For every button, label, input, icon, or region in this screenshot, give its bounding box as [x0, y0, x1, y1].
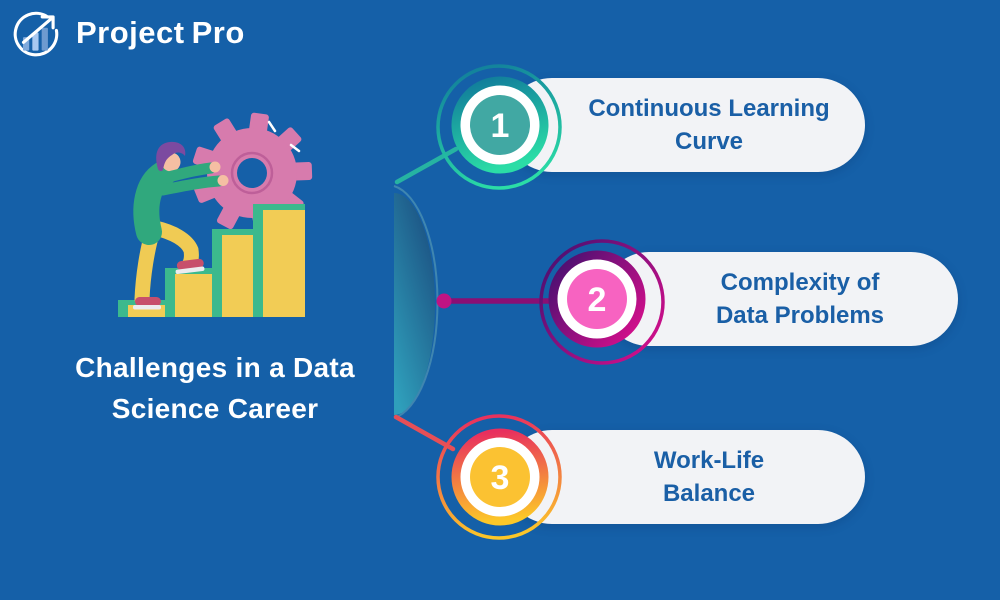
item-3-disc: [470, 447, 530, 507]
page-title-line-2: Science Career: [111, 393, 319, 424]
item-1-badge: 1: [436, 64, 562, 190]
person-hair: [156, 141, 186, 172]
item-1-number: 1: [491, 107, 510, 145]
page-title: Challenges in a Data Science Career: [30, 347, 400, 429]
page-title-line-1: Challenges in a Data: [75, 352, 355, 383]
item-1-disc: [470, 95, 530, 155]
item-2-outer-ring: [539, 239, 665, 365]
person-pushing-gear-illustration: [118, 112, 313, 317]
person: [133, 141, 229, 310]
item-1-label: Continuous Learning Curve: [567, 92, 851, 158]
item-2-label-line-1: Complexity of: [720, 269, 880, 296]
person-shoe-soles: [133, 266, 205, 310]
brand-name-secondary: Pro: [191, 15, 245, 50]
stairs-yellow: [128, 210, 305, 317]
person-arms: [157, 162, 225, 196]
item-3-badge: 3: [436, 414, 562, 540]
person-torso: [133, 161, 176, 245]
item-1-label-line-2: Curve: [674, 128, 744, 155]
item-2-label: Complexity of Data Problems: [656, 266, 944, 332]
gear-hub-ring: [230, 151, 274, 195]
item-3-label-line-1: Work-Life: [653, 447, 765, 474]
item-1-outer-ring: [436, 64, 562, 190]
half-circle-divider: [394, 193, 435, 415]
brand-name-primary: Project: [76, 15, 185, 50]
item-3-outer-ring: [436, 414, 562, 540]
person-hands: [209, 161, 229, 186]
brand-logo: Project Pro: [10, 6, 245, 60]
item-2-badge: 2: [539, 239, 665, 365]
item-2-number: 2: [588, 281, 607, 319]
item-1-pill: Continuous Learning Curve: [505, 78, 865, 172]
item-3-number: 3: [491, 459, 510, 497]
logo-bar-2: [32, 32, 39, 51]
growth-chart-circle-icon: [13, 11, 59, 57]
item-2-disc: [567, 269, 627, 329]
item-1-label-line-1: Continuous Learning: [588, 95, 830, 122]
item-3-label: Work-Life Balance: [567, 444, 851, 510]
connector-dot: [436, 293, 452, 309]
item-3-pill: Work-Life Balance: [505, 430, 865, 524]
gear-highlights: [267, 120, 301, 153]
item-2-label-line-2: Data Problems: [715, 302, 885, 329]
logo-arrow-shaft: [21, 16, 54, 44]
logo-bar-3: [41, 27, 48, 51]
logo-circle-arc: [13, 11, 59, 57]
brand-name: Project Pro: [76, 15, 245, 51]
logo-arrow-head: [40, 15, 55, 30]
connector-line-3: [393, 414, 456, 452]
item-3-label-line-2: Balance: [662, 480, 756, 507]
stairs: [118, 204, 305, 317]
gear-hole: [237, 158, 267, 188]
